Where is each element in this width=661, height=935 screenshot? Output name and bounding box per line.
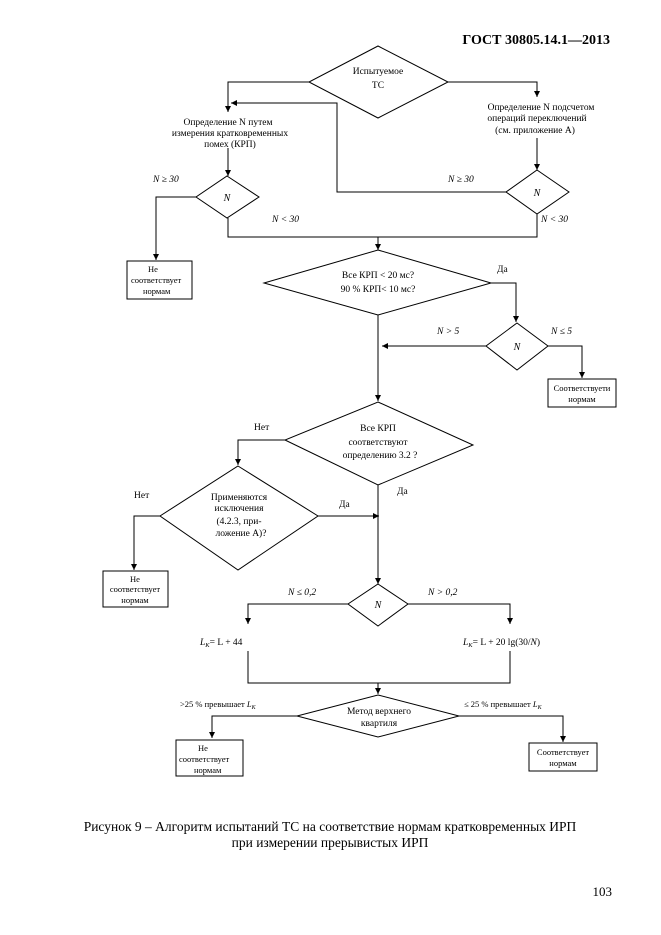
edge-nright-ge30 [231, 100, 506, 193]
not-conform-box-1 [126, 260, 193, 300]
label-yes-2: Да [397, 487, 408, 497]
page-number: 103 [592, 884, 613, 899]
edge-nleft-lt30 [227, 218, 378, 238]
label-n-ge30-right: N ≥ 30 [447, 175, 474, 185]
nc2-text-2: соответствует [110, 584, 161, 594]
label-no-2: Нет [134, 491, 150, 501]
edge-start-to-measure [225, 81, 309, 112]
standard-header: ГОСТ 30805.14.1—2013 [462, 33, 610, 48]
label-gt25: >25 % превышает LK [180, 699, 257, 711]
edge-nright-lt30 [378, 214, 538, 238]
c2-text-2: нормам [549, 758, 577, 768]
edge-nlow-le02 [245, 603, 348, 624]
krp-text-2: 90 % КРП< 10 мс? [341, 285, 416, 295]
label-n-le02: N ≤ 0,2 [287, 588, 316, 598]
figure-caption-line-2: при измерении прерывистых ИРП [231, 835, 429, 850]
def-check-diamond [283, 401, 475, 486]
c2-text-1: Соответствует [537, 747, 589, 757]
nc3-text-2: соответствует [179, 754, 230, 764]
n-mid-label: N [513, 342, 522, 353]
n-low-diamond [347, 583, 409, 627]
edge-quartile-le25 [459, 715, 566, 742]
krp-check-diamond [262, 249, 493, 316]
exc-text-4: ложение А)? [216, 528, 267, 539]
count-text-3: (см. приложение А) [495, 125, 575, 136]
label-n-ge30-left: N ≥ 30 [152, 175, 179, 185]
nc1-text-3: нормам [143, 286, 171, 296]
n-right-diamond [505, 169, 570, 215]
label-yes-3: Да [339, 500, 350, 510]
count-text-2: операций переключений [487, 113, 586, 124]
label-n-lt30-right: N < 30 [540, 215, 568, 225]
measure-text-3: помех (КРП) [204, 139, 256, 150]
def-text-3: определению 3.2 ? [343, 451, 418, 461]
quartile-text-1: Метод верхнего [347, 707, 411, 717]
edge-quartile-gt25 [209, 715, 297, 738]
nc2-text-1: Не [130, 574, 140, 584]
edge-nleft-ge30 [153, 196, 196, 260]
start-diamond [307, 45, 450, 119]
edge-nlow-gt02 [408, 603, 513, 624]
edge-formula-right [378, 651, 511, 684]
edge-start-to-count [448, 81, 540, 97]
exc-text-2: исключения [215, 504, 265, 514]
quartile-diamond [295, 694, 461, 738]
nc2-text-3: нормам [121, 595, 149, 605]
label-n-lt30-left: N < 30 [271, 215, 299, 225]
def-text-1: Все КРП [360, 424, 396, 434]
formula-right: LK= L + 20 lg(30/N) [462, 637, 540, 649]
nc1-text-1: Не [148, 264, 158, 274]
measure-text-2: измерения кратковременных [172, 129, 288, 139]
exc-text-1: Применяются [211, 493, 268, 503]
not-conform-box-2 [102, 570, 169, 608]
c1-text-2: нормам [568, 394, 596, 404]
n-low-label: N [374, 600, 383, 611]
start-text-1: Испытуемое [353, 67, 404, 77]
exc-check-diamond [159, 465, 319, 571]
n-left-label: N [223, 193, 232, 204]
label-no-1: Нет [254, 423, 270, 433]
conform-box-1 [547, 378, 617, 408]
label-yes-1: Да [497, 265, 508, 275]
label-le25: ≤ 25 % превышает LK [464, 699, 543, 711]
labels: Испытуемое ТС Определение N путем измере… [110, 67, 611, 775]
exc-text-3: (4.2.3, при- [217, 516, 262, 527]
label-n-gt5: N > 5 [436, 327, 459, 337]
n-left-diamond [195, 175, 260, 219]
n-mid-diamond [485, 322, 549, 371]
connectors [131, 81, 585, 742]
nc1-text-2: соответствует [131, 275, 182, 285]
krp-text-1: Все КРП < 20 мс? [342, 271, 414, 281]
figure-caption-line-1: Рисунок 9 – Алгоритм испытаний ТС на соо… [83, 819, 577, 834]
edge-formula-left [247, 651, 378, 684]
not-conform-box-3 [175, 739, 244, 777]
label-n-le5: N ≤ 5 [550, 327, 572, 337]
start-text-2: ТС [372, 81, 384, 91]
edge-krp-yes [491, 282, 519, 322]
c1-text-1: Соответствуети [554, 383, 611, 393]
def-text-2: соответствуют [348, 438, 408, 448]
quartile-text-2: квартиля [361, 719, 398, 729]
nc3-text-1: Не [198, 743, 208, 753]
n-right-label: N [533, 188, 542, 199]
edge-def-no [235, 439, 285, 465]
shapes [102, 45, 617, 777]
formula-left: LK= L + 44 [199, 638, 243, 649]
conform-box-2 [528, 742, 598, 772]
edge-nmid-le5 [548, 345, 585, 378]
nc3-text-3: нормам [194, 765, 222, 775]
edge-exc-no [131, 515, 160, 570]
label-n-gt02: N > 0,2 [427, 588, 458, 598]
measure-text-1: Определение N путем [183, 118, 272, 128]
count-text-1: Определение N подсчетом [488, 103, 595, 113]
